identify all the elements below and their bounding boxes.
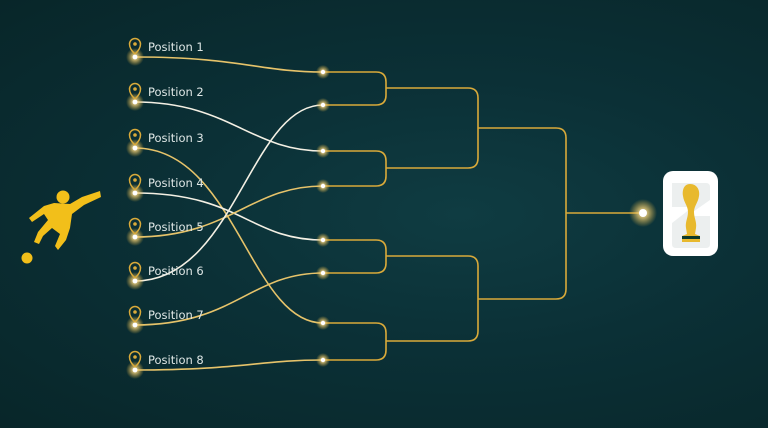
slot-dot (320, 69, 326, 75)
world-cup-trophy-icon (682, 184, 700, 242)
position-label: Position 8 (148, 353, 204, 367)
soccer-ball (21, 252, 33, 264)
slot-dot (320, 102, 326, 108)
position-label: Position 2 (148, 85, 204, 99)
connector-lines (134, 56, 324, 371)
pin-center (133, 355, 137, 359)
slot-dot (320, 183, 326, 189)
pin-center (133, 87, 137, 91)
connector-p8 (134, 359, 324, 371)
slot-dot (320, 148, 326, 154)
map-pin-icon (128, 37, 142, 56)
position-list: Position 1 Position 2 Position 3 Positio… (126, 37, 204, 379)
connector-p7 (134, 272, 324, 326)
pin-center (133, 266, 137, 270)
map-pin-icon (128, 305, 142, 324)
map-pin-icon (128, 350, 142, 369)
map-pin-icon (128, 82, 142, 101)
map-pin-icon (128, 128, 142, 147)
position-label: Position 7 (148, 308, 204, 322)
position-item-8: Position 8 (126, 350, 204, 379)
pin-dot (132, 190, 138, 196)
pin-center (133, 178, 137, 182)
position-item-5: Position 5 (126, 217, 204, 246)
position-item-4: Position 4 (126, 173, 204, 202)
connector-p3 (134, 147, 324, 324)
position-label: Position 5 (148, 220, 204, 234)
round1-bracket-1 (323, 71, 468, 106)
pin-center (133, 310, 137, 314)
connector-p2 (134, 101, 324, 152)
position-label: Position 6 (148, 264, 204, 278)
position-label: Position 3 (148, 131, 204, 145)
pin-dot (132, 234, 138, 240)
pin-dot (132, 278, 138, 284)
final-glow-dot (639, 209, 647, 217)
number-26-logo (663, 171, 718, 256)
connector-p4 (134, 192, 324, 241)
logo-digit-shape (672, 183, 710, 248)
final-glow (629, 199, 657, 227)
connector-p1 (134, 56, 324, 73)
map-pin-icon (128, 261, 142, 280)
pin-dot (132, 145, 138, 151)
pin-center (133, 222, 137, 226)
connector-p5 (134, 185, 324, 238)
slot-dot (320, 320, 326, 326)
position-label: Position 1 (148, 40, 204, 54)
round1-bracket-4 (323, 322, 468, 361)
pin-dot (132, 54, 138, 60)
map-pin-icon (128, 217, 142, 236)
position-item-3: Position 3 (126, 128, 204, 157)
position-item-2: Position 2 (126, 82, 204, 111)
slot-dot (320, 357, 326, 363)
position-label: Position 4 (148, 176, 204, 190)
position-item-6: Position 6 (126, 261, 204, 290)
pin-dot (132, 367, 138, 373)
round1-bracket-3 (323, 239, 468, 274)
pin-center (133, 133, 137, 137)
player-head (56, 190, 70, 204)
trophy-band (682, 236, 700, 239)
pin-dot (132, 322, 138, 328)
semi-bracket-1 (467, 87, 556, 169)
slot-dot (320, 237, 326, 243)
position-item-1: Position 1 (126, 37, 204, 66)
slot-dot (320, 270, 326, 276)
player-body (29, 191, 101, 250)
soccer-player-kicking-icon (21, 190, 101, 264)
pin-center (133, 42, 137, 46)
slot-glows (316, 65, 330, 367)
bracket-lines (323, 71, 643, 361)
pin-dot (132, 99, 138, 105)
map-pin-icon (128, 173, 142, 192)
connector-p6 (134, 104, 324, 282)
semi-bracket-2 (467, 255, 556, 342)
position-item-7: Position 7 (126, 305, 204, 334)
round1-bracket-2 (323, 150, 468, 187)
